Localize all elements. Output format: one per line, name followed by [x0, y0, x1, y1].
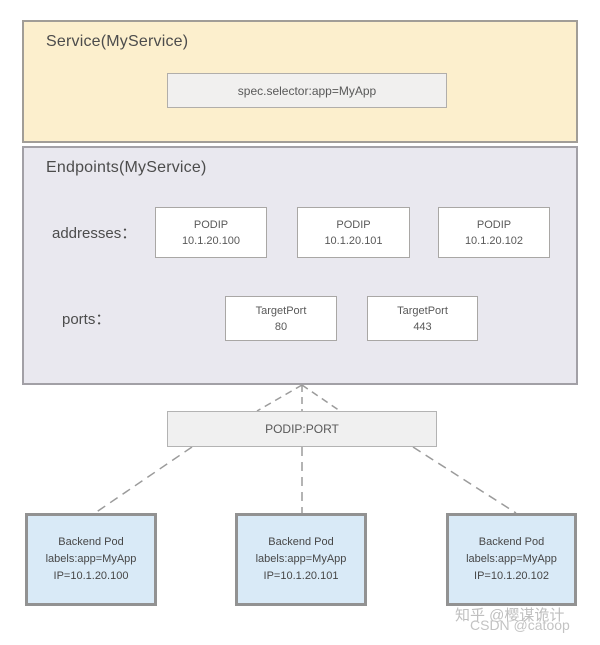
backend-pod-3-ip: IP=10.1.20.102: [474, 570, 549, 582]
podip-card-1-value: 10.1.20.100: [181, 234, 241, 247]
backend-pod-3-labels: labels:app=MyApp: [466, 553, 557, 565]
targetport-card-1: TargetPort 80: [225, 296, 337, 341]
endpoints-box: Endpoints(MyService): [22, 146, 578, 385]
podip-card-2-name: PODIP: [336, 218, 371, 231]
podip-card-3-value: 10.1.20.102: [464, 234, 524, 247]
dashed-line-endpoints-to-connector-left: [256, 384, 303, 412]
podip-card-1-name: PODIP: [193, 218, 229, 231]
backend-pod-2-title: Backend Pod: [268, 536, 334, 548]
backend-pod-2: Backend Pod labels:app=MyApp IP=10.1.20.…: [235, 513, 367, 606]
podip-card-3-name: PODIP: [476, 218, 512, 231]
backend-pod-1-title: Backend Pod: [58, 536, 124, 548]
watermark-zhihu: 知乎 @樱谋诡计: [455, 607, 565, 624]
targetport-card-1-value: 80: [274, 320, 288, 333]
service-box: Service(MyService): [22, 20, 578, 143]
podip-port-label: PODIP:PORT: [265, 422, 339, 436]
service-selector-label: spec.selector:app=MyApp: [237, 83, 377, 98]
podip-port-card: PODIP:PORT: [167, 411, 437, 447]
endpoints-title: Endpoints(MyService): [46, 159, 207, 176]
ports-label: ports：: [62, 311, 111, 328]
backend-pod-1-labels: labels:app=MyApp: [45, 553, 137, 565]
backend-pod-3: Backend Pod labels:app=MyApp IP=10.1.20.…: [446, 513, 577, 606]
backend-pod-1-ip: IP=10.1.20.100: [53, 570, 129, 582]
targetport-card-2-value: 443: [413, 320, 432, 333]
backend-pod-1: Backend Pod labels:app=MyApp IP=10.1.20.…: [25, 513, 157, 606]
targetport-card-1-name: TargetPort: [255, 304, 307, 317]
targetport-card-2-name: TargetPort: [397, 304, 448, 317]
podip-card-3: PODIP 10.1.20.102: [438, 207, 550, 258]
backend-pod-3-title: Backend Pod: [478, 536, 545, 548]
dashed-line-connector-to-pod-3: [412, 446, 517, 514]
service-title: Service(MyService): [46, 33, 189, 50]
podip-card-2-value: 10.1.20.101: [324, 234, 383, 247]
podip-card-1: PODIP 10.1.20.100: [155, 207, 267, 258]
dashed-line-endpoints-to-connector-right: [301, 384, 341, 412]
backend-pod-2-labels: labels:app=MyApp: [255, 553, 347, 565]
backend-pod-2-ip: IP=10.1.20.101: [263, 570, 339, 582]
addresses-label: addresses：: [52, 225, 137, 242]
targetport-card-2: TargetPort 443: [367, 296, 478, 341]
service-selector-card: spec.selector:app=MyApp: [167, 73, 447, 108]
podip-card-2: PODIP 10.1.20.101: [297, 207, 410, 258]
dashed-line-connector-to-pod-1: [94, 446, 193, 514]
watermark-csdn: CSDN @catoop: [470, 617, 570, 633]
